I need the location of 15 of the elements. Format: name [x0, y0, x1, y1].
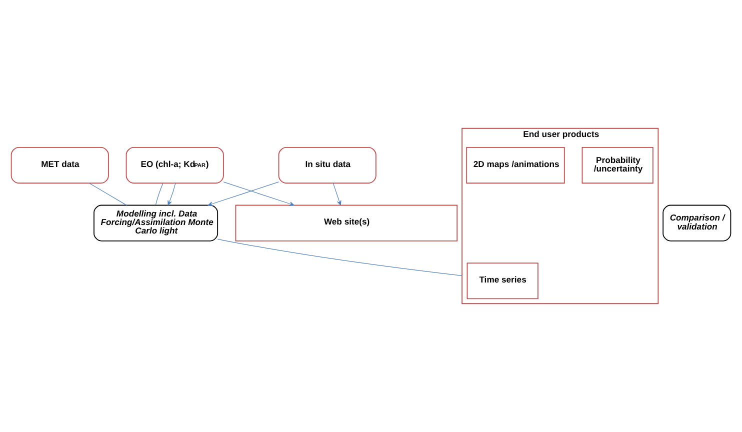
node-box: Probability /uncertainty	[582, 146, 654, 184]
arrow	[168, 182, 176, 206]
node-box: MET data	[10, 146, 109, 184]
arrow	[223, 182, 294, 206]
node-box: 2D maps /animations	[466, 146, 565, 184]
arrow	[332, 182, 342, 206]
node-box: Time series	[466, 262, 538, 300]
connector	[88, 182, 127, 206]
node-box: Modelling incl. Data Forcing/Assimilation Monte Carlo light	[94, 204, 218, 242]
node-box: Comparison / validation	[662, 204, 732, 242]
arrow	[208, 182, 279, 206]
node-box: Web site(s)	[235, 204, 458, 242]
connector	[217, 238, 462, 276]
connector	[155, 182, 164, 206]
node-box: In situ data	[278, 146, 376, 184]
